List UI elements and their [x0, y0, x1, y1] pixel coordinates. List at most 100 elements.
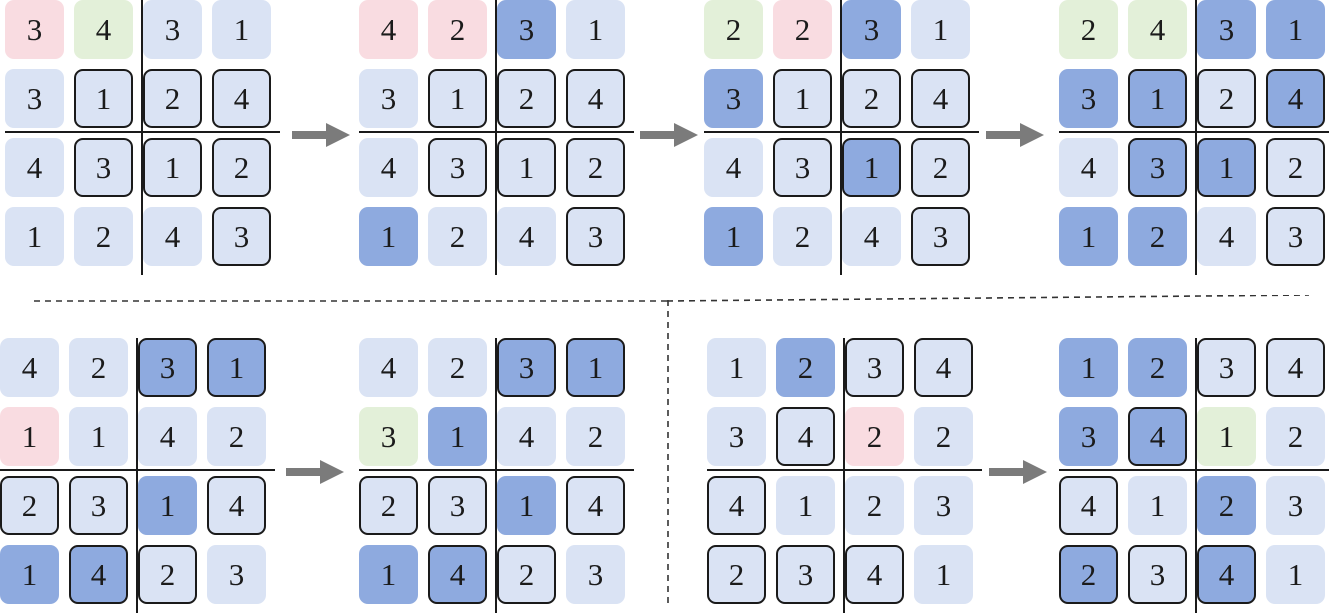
grid-cell: 3: [1128, 138, 1187, 197]
grid-cell: 4: [842, 207, 901, 266]
grid-cell: 3: [207, 545, 266, 604]
grid-cell: 3: [5, 69, 64, 128]
grid-cell: 4: [359, 138, 418, 197]
grid-cell: 2: [773, 207, 832, 266]
grid-cell: 4: [1128, 0, 1187, 59]
grid-cell: 2: [74, 207, 133, 266]
grid-cell: 1: [428, 407, 487, 466]
grid-cell: 4: [497, 207, 556, 266]
box-divider-vertical: [495, 0, 497, 275]
grid-cell: 2: [704, 0, 763, 59]
grid-cell: 4: [845, 545, 904, 604]
grid-cell: 2: [143, 69, 202, 128]
grid-cell: 3: [566, 207, 625, 266]
box-divider-vertical: [495, 338, 497, 613]
grid-cell: 1: [566, 338, 625, 397]
grid-cell: 1: [359, 545, 418, 604]
grid-cell: 4: [359, 338, 418, 397]
box-divider-horizontal: [5, 131, 280, 133]
grid-cell: 3: [74, 138, 133, 197]
grid-cell: 3: [1197, 338, 1256, 397]
grid-cell: 1: [207, 338, 266, 397]
grid-cell: 1: [773, 69, 832, 128]
grid-cell: 4: [1128, 407, 1187, 466]
box-divider-vertical: [840, 0, 842, 275]
grid-cell: 3: [428, 138, 487, 197]
grid-cell: 1: [776, 476, 835, 535]
grid-cell: 2: [566, 138, 625, 197]
grid-cell: 1: [497, 138, 556, 197]
grid-cell: 2: [1128, 207, 1187, 266]
grid-cell: 4: [707, 476, 766, 535]
grid-cell: 2: [845, 476, 904, 535]
vertical-separator: [667, 300, 669, 607]
grid-cell: 1: [1059, 207, 1118, 266]
grid-cell: 1: [143, 138, 202, 197]
grid-cell: 3: [842, 0, 901, 59]
grid-cell: 4: [566, 476, 625, 535]
grid-cell: 4: [704, 138, 763, 197]
grid-cell: 4: [359, 0, 418, 59]
grid-cell: 3: [911, 207, 970, 266]
box-divider-vertical: [1195, 0, 1197, 275]
grid-cell: 1: [842, 138, 901, 197]
right-arrow-icon: [986, 123, 1044, 147]
grid-cell: 3: [138, 338, 197, 397]
grid-cell: 1: [69, 407, 128, 466]
grid-cell: 4: [1266, 69, 1325, 128]
grid-cell: 1: [138, 476, 197, 535]
grid-cell: 3: [776, 545, 835, 604]
grid-cell: 2: [497, 545, 556, 604]
grid-cell: 1: [707, 338, 766, 397]
grid-cell: 2: [428, 0, 487, 59]
right-arrow-icon: [989, 460, 1047, 484]
grid-cell: 3: [704, 69, 763, 128]
grid-cell: 1: [566, 0, 625, 59]
grid-cell: 1: [1197, 407, 1256, 466]
grid-cell: 2: [138, 545, 197, 604]
grid-cell: 4: [776, 407, 835, 466]
grid-cell: 4: [212, 69, 271, 128]
grid-cell: 2: [911, 138, 970, 197]
grid-cell: 2: [845, 407, 904, 466]
grid-cell: 2: [428, 338, 487, 397]
grid-cell: 4: [1266, 338, 1325, 397]
grid-cell: 3: [566, 545, 625, 604]
grid-cell: 1: [1197, 138, 1256, 197]
grid-cell: 3: [914, 476, 973, 535]
grid-cell: 3: [497, 338, 556, 397]
grid-cell: 4: [1059, 138, 1118, 197]
grid-cell: 4: [914, 338, 973, 397]
grid-cell: 1: [0, 407, 59, 466]
grid-cell: 1: [704, 207, 763, 266]
box-divider-vertical: [843, 338, 845, 613]
box-divider-horizontal: [704, 131, 979, 133]
grid-cell: 3: [1059, 69, 1118, 128]
grid-cell: 3: [69, 476, 128, 535]
grid-cell: 1: [5, 207, 64, 266]
right-arrow-icon: [286, 460, 344, 484]
grid-cell: 4: [497, 407, 556, 466]
grid-cell: 2: [566, 407, 625, 466]
grid-cell: 1: [428, 69, 487, 128]
box-divider-horizontal: [359, 131, 634, 133]
grid-cell: 4: [138, 407, 197, 466]
box-divider-vertical: [141, 0, 143, 275]
grid-cell: 2: [69, 338, 128, 397]
grid-cell: 2: [428, 207, 487, 266]
grid-cell: 3: [1266, 207, 1325, 266]
grid-cell: 4: [1059, 476, 1118, 535]
grid-cell: 2: [1059, 0, 1118, 59]
grid-cell: 3: [773, 138, 832, 197]
horizontal-separator: [34, 295, 1310, 302]
grid-cell: 4: [428, 545, 487, 604]
box-divider-vertical: [136, 338, 138, 613]
grid-cell: 1: [1128, 476, 1187, 535]
grid-cell: 1: [212, 0, 271, 59]
grid-cell: 4: [143, 207, 202, 266]
